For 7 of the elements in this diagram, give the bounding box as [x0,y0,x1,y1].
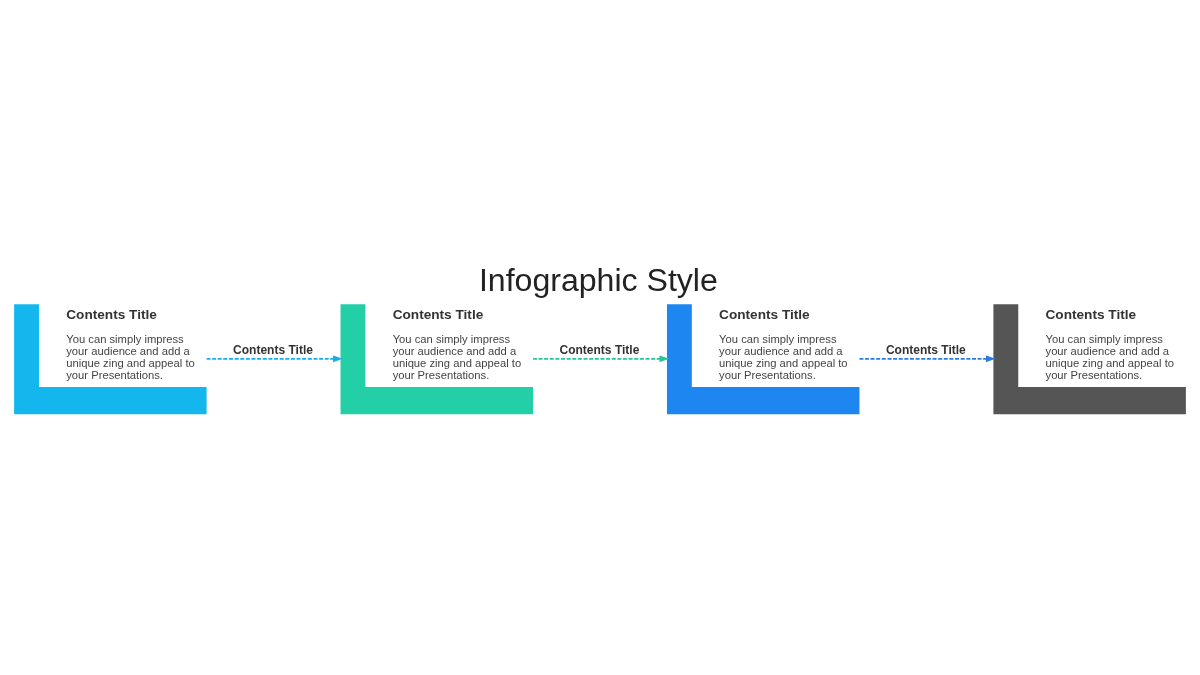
edge-label: Contents Title [233,342,313,357]
arrow [205,355,343,362]
edge-label: Contents Title [559,342,640,357]
arrow [532,355,670,362]
arrow [858,355,996,362]
edge-label: Contents Title [885,342,966,357]
diagram-title: Infographic Style [478,261,718,298]
